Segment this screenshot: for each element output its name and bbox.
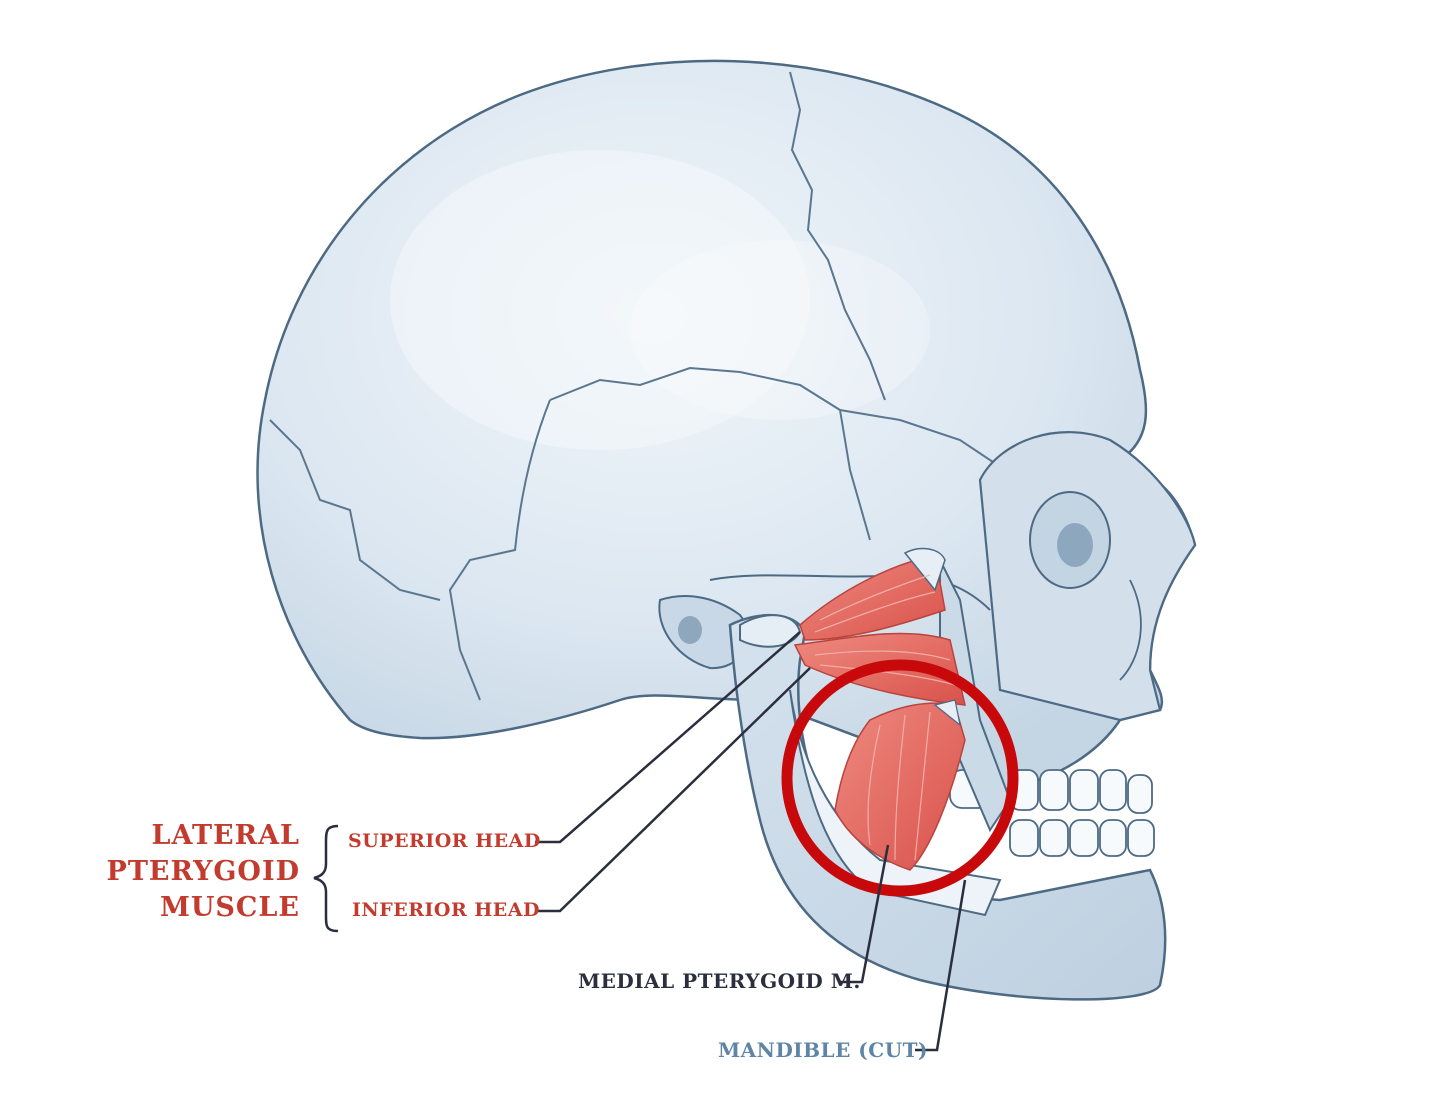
medial-pterygoid-muscle [834,702,966,871]
lateral-pterygoid-muscle-title: LATERAL PTERYGOID MUSCLE [100,818,300,926]
leader-mandible [915,879,967,1052]
superior-head-label: SUPERIOR HEAD [348,830,541,852]
leader-superior-head [535,631,801,844]
highlight-circle [781,659,1019,897]
mandible [728,613,1167,1001]
leader-inferior-head [535,667,811,913]
group-brace [313,824,339,933]
group-title-line3: MUSCLE [160,892,300,923]
leader-medial-pterygoid [840,844,890,984]
superior-head-muscle [799,554,946,641]
inferior-head-label: INFERIOR HEAD [352,899,541,921]
mandible-label: MANDIBLE (CUT) [718,1038,928,1062]
medial-pterygoid-label: MEDIAL PTERYGOID M. [578,969,861,993]
group-title-line2: PTERYGOID [106,856,300,887]
group-title-line1: LATERAL [151,820,300,851]
